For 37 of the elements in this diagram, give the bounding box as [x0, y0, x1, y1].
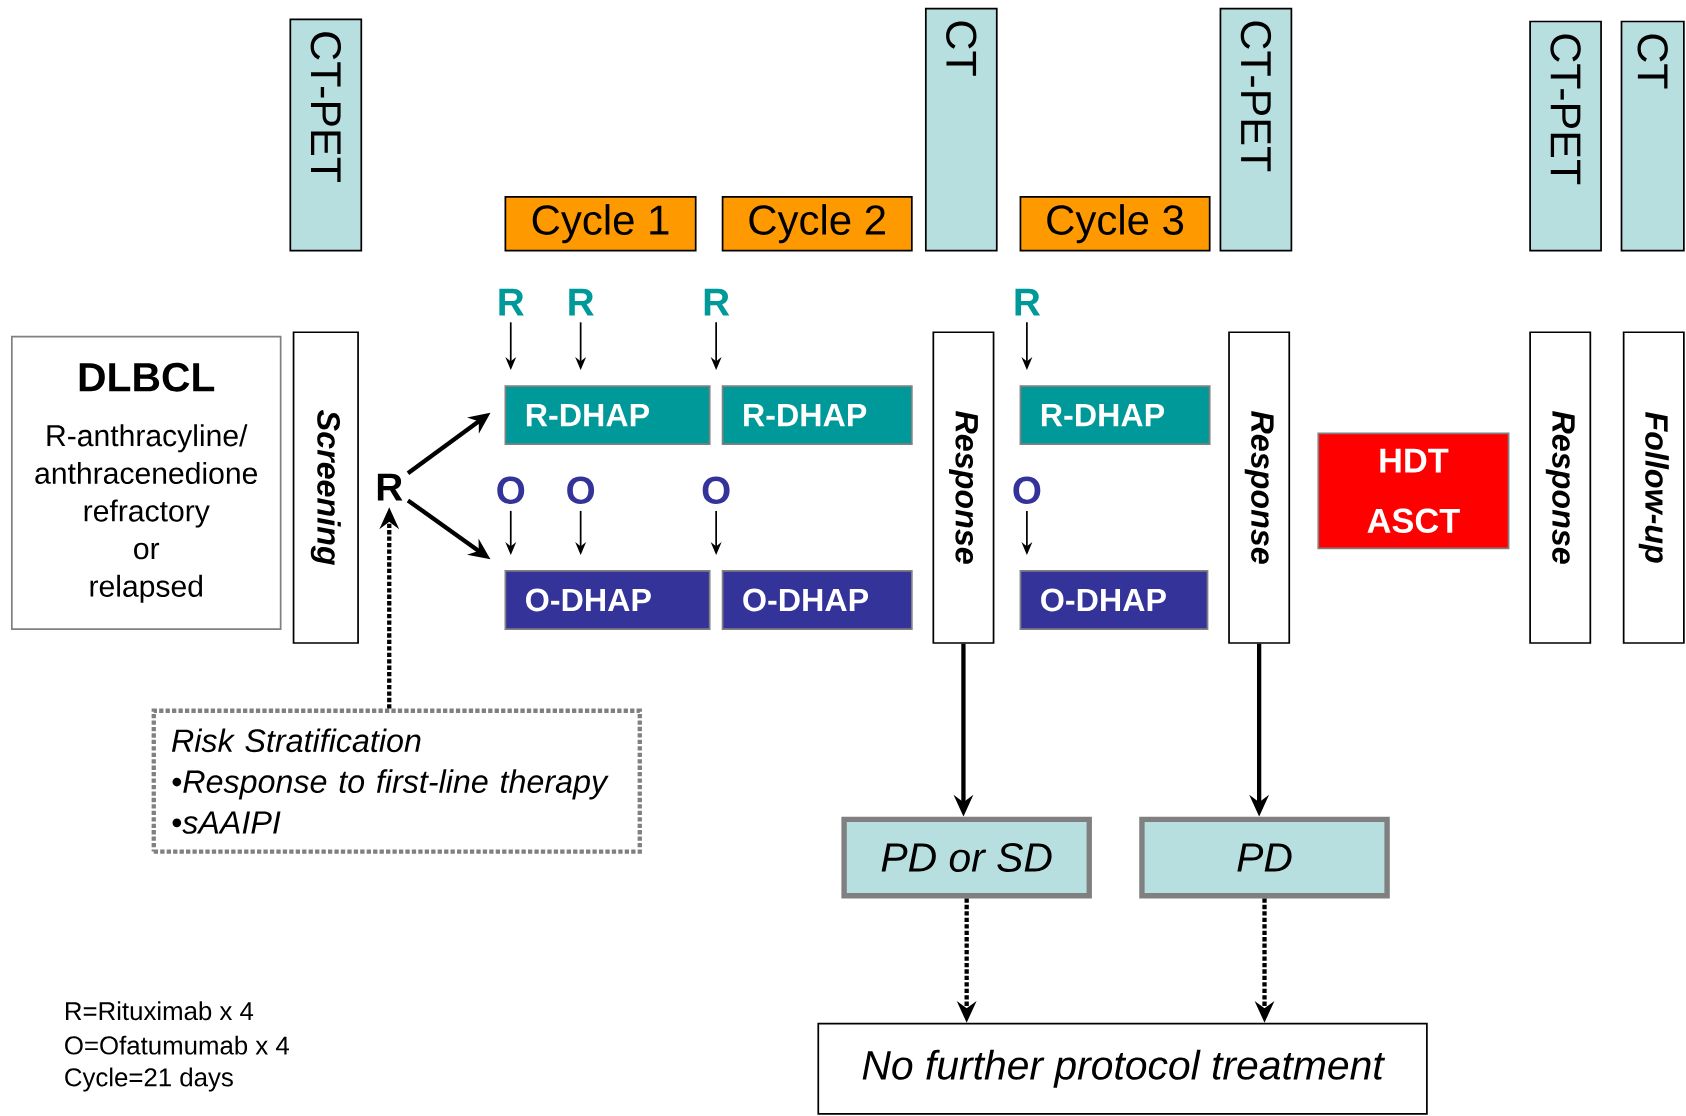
- scan-box: CT-PET: [289, 18, 363, 252]
- treatment-box: R-DHAP: [721, 385, 913, 445]
- phase-box: Response: [1228, 331, 1291, 644]
- footnote: Cycle=21 days: [65, 1067, 233, 1092]
- transplant-box: HDT ASCT: [1317, 432, 1510, 550]
- risk-box: Risk Stratification •Response to first-line therapy •sAAIPI: [151, 708, 642, 854]
- footnote: O=Ofatumumab x 4: [65, 1035, 289, 1055]
- randomization-label: R: [377, 473, 403, 501]
- phase-box: Follow-up: [1622, 331, 1685, 644]
- outcome-box: PD or SD: [841, 816, 1092, 899]
- treatment-box: R-DHAP: [1019, 385, 1211, 445]
- drug-marker: R: [569, 288, 594, 316]
- drug-marker: R: [704, 288, 730, 316]
- outcome-box: No further protocol treatment: [817, 1022, 1428, 1115]
- phase-box: Screening: [292, 331, 359, 644]
- drug-marker: O: [1013, 476, 1041, 504]
- drug-marker: R: [1015, 288, 1041, 316]
- scan-box: CT-PET: [1529, 20, 1602, 252]
- cycle-box: Cycle 1: [504, 195, 697, 252]
- outcome-box: PD: [1139, 816, 1390, 899]
- treatment-box: R-DHAP: [504, 385, 711, 445]
- scan-box: CT: [1620, 20, 1685, 252]
- drug-marker: O: [567, 476, 595, 504]
- footnote: R=Rituximab x 4: [66, 1001, 254, 1021]
- cycle-box: Cycle 2: [721, 195, 913, 252]
- treatment-box: O-DHAP: [504, 570, 711, 630]
- phase-box: Response: [932, 331, 995, 644]
- drug-marker: R: [499, 288, 524, 316]
- drug-marker: O: [702, 476, 730, 504]
- drug-marker: O: [497, 476, 525, 504]
- treatment-box: O-DHAP: [721, 570, 913, 630]
- scan-box: CT-PET: [1219, 7, 1293, 252]
- scan-box: CT: [924, 7, 998, 252]
- patient-box: DLBCL R-anthracyline/ anthracenedione refractory or relapsed: [10, 335, 282, 630]
- phase-box: Response: [1529, 331, 1592, 644]
- treatment-box: O-DHAP: [1019, 570, 1209, 630]
- cycle-box: Cycle 3: [1019, 195, 1211, 252]
